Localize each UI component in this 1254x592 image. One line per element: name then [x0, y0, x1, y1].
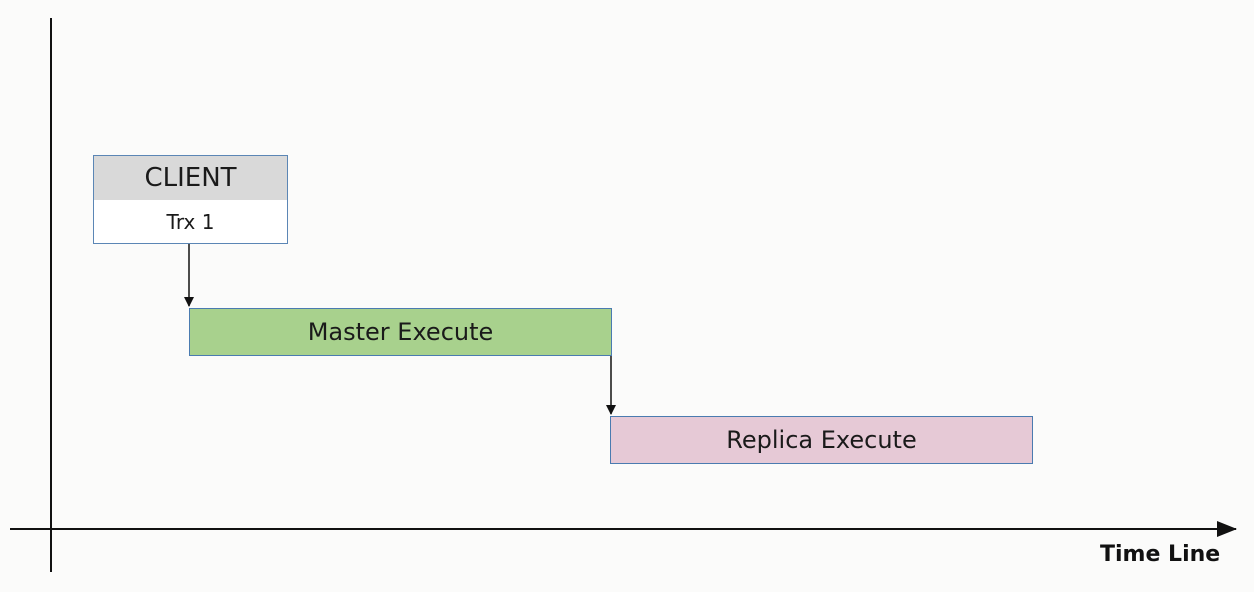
- replica-execute-bar: Replica Execute: [610, 416, 1033, 464]
- x-axis-label: Time Line: [1100, 542, 1221, 567]
- client-header: CLIENT: [93, 155, 288, 201]
- client-transaction: Trx 1: [93, 200, 288, 244]
- master-execute-bar: Master Execute: [189, 308, 612, 356]
